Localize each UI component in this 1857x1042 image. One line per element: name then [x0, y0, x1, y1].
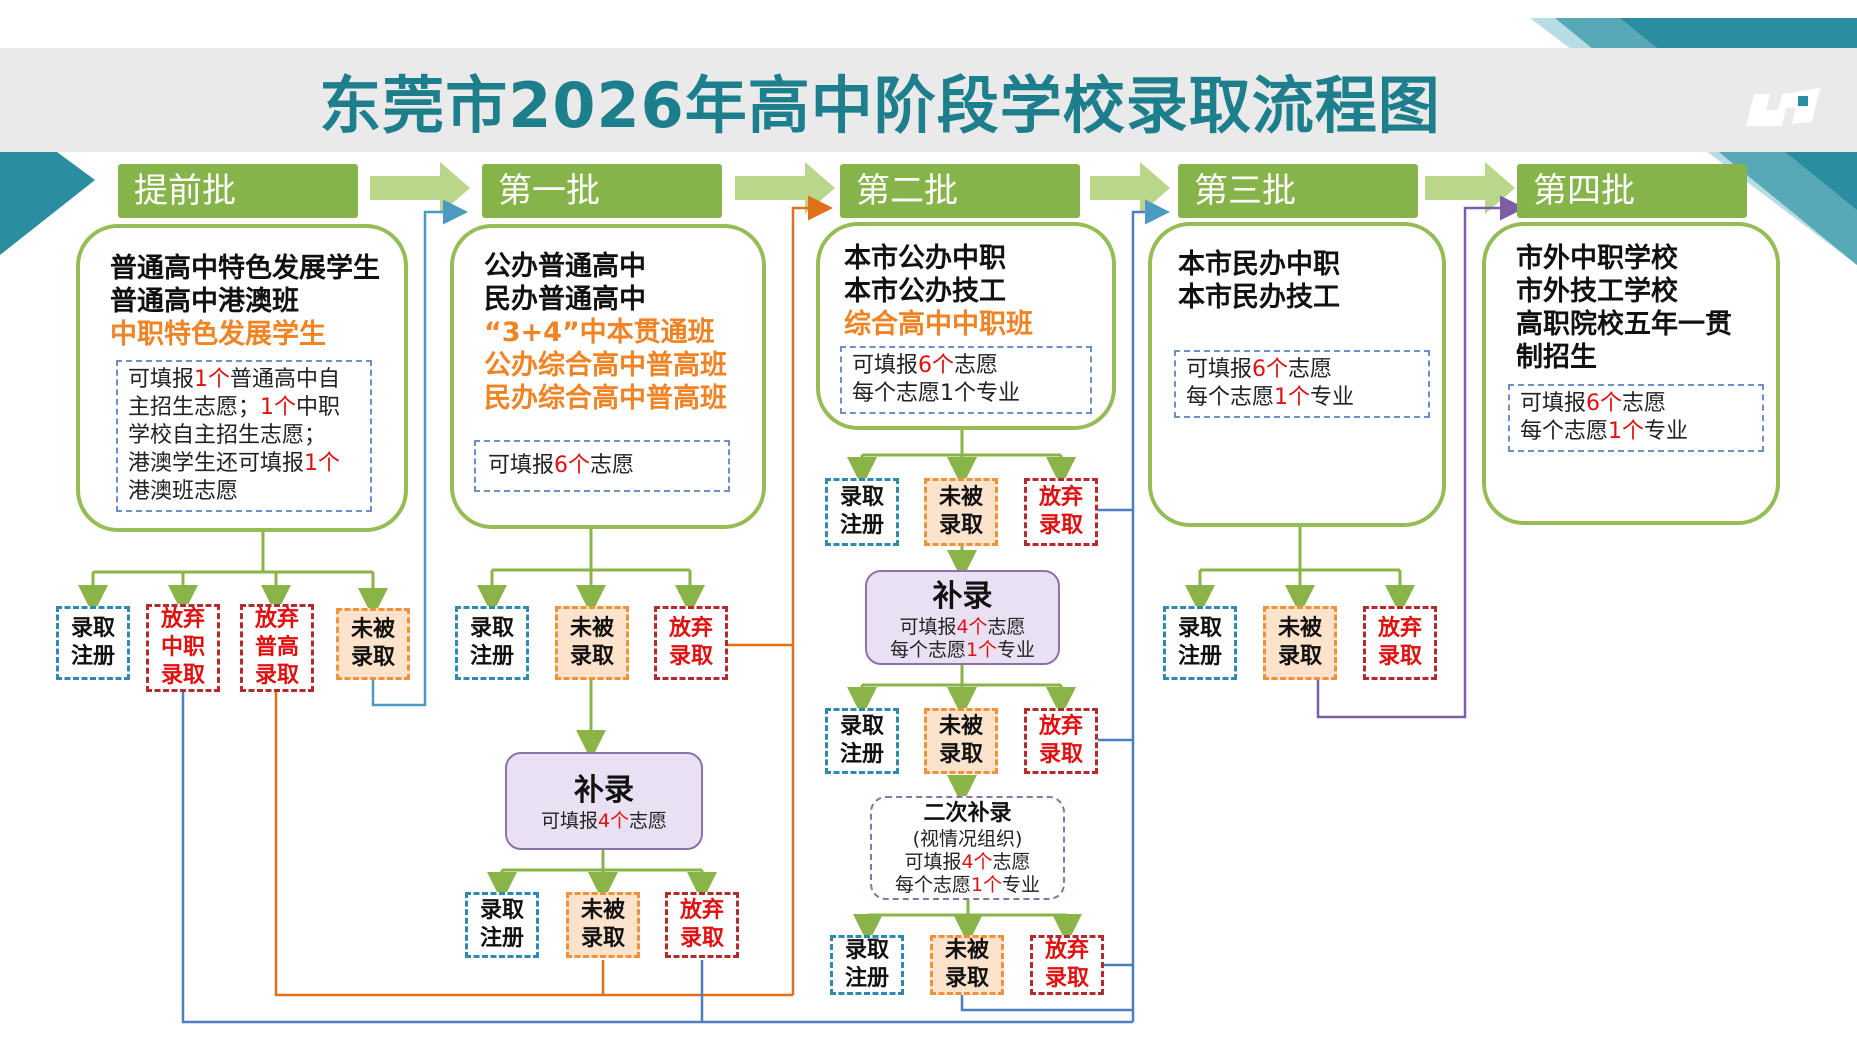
quota-note: 可填报6个志愿 每个志愿1个专业: [1174, 350, 1430, 418]
outcome-not-admitted: 未被录取: [336, 608, 410, 680]
school-type: 高职院校五年一贯: [1516, 309, 1732, 340]
outcome-give-up: 放弃录取: [1024, 478, 1098, 546]
card-fourth: 市外中职学校 市外技工学校 高职院校五年一贯 制招生 可填报6个志愿 每个志愿1…: [1482, 222, 1780, 525]
outcome-not-admitted: 未被录取: [566, 892, 640, 958]
outcome-give-up: 放弃录取: [1030, 935, 1104, 995]
logo-icon: [1746, 88, 1820, 126]
school-type: 普通高中港澳班: [110, 286, 299, 317]
outcome-register: 录取注册: [56, 606, 130, 680]
card-third: 本市民办中职 本市民办技工 可填报6个志愿 每个志愿1个专业: [1148, 222, 1446, 527]
school-type-highlight: 公办综合高中普高班: [484, 350, 727, 381]
school-type: 本市民办技工: [1178, 282, 1340, 313]
school-type: 公办普通高中: [484, 251, 646, 282]
outcome-give-up: 放弃录取: [1363, 606, 1437, 680]
batch-header-fourth: 第四批: [1517, 164, 1747, 218]
outcome-not-admitted: 未被录取: [924, 478, 998, 546]
card-advance: 普通高中特色发展学生 普通高中港澳班 中职特色发展学生 可填报1个普通高中自 主…: [76, 224, 408, 532]
batch-header-second: 第二批: [840, 164, 1080, 218]
outcome-not-admitted: 未被录取: [924, 708, 998, 774]
quota-note: 可填报1个普通高中自 主招生志愿；1个中职 学校自主招生志愿； 港澳学生还可填报…: [116, 360, 372, 512]
batch-header-first: 第一批: [482, 164, 722, 218]
school-type: 市外技工学校: [1516, 276, 1678, 307]
outcome-register: 录取注册: [1163, 606, 1237, 680]
outcome-not-admitted: 未被录取: [930, 935, 1004, 995]
outcome-not-admitted: 未被录取: [555, 606, 629, 680]
school-type: 制招生: [1516, 342, 1597, 373]
school-type-highlight: “3+4”中本贯通班: [484, 317, 715, 348]
supplement-first: 补录 可填报4个志愿: [505, 752, 703, 850]
quota-note: 可填报6个志愿: [474, 440, 730, 492]
school-type-highlight: 民办综合高中普高班: [484, 383, 727, 414]
card-first: 公办普通高中 民办普通高中 “3+4”中本贯通班 公办综合高中普高班 民办综合高…: [450, 224, 766, 529]
outcome-give-up-vocational: 放弃中职录取: [146, 604, 220, 692]
supplement-second-again: 二次补录 (视情况组织) 可填报4个志愿 每个志愿1个专业: [870, 796, 1065, 900]
school-type: 民办普通高中: [484, 284, 646, 315]
school-type: 普通高中特色发展学生: [110, 253, 380, 284]
supplement-second: 补录 可填报4个志愿 每个志愿1个专业: [865, 570, 1060, 665]
outcome-give-up: 放弃录取: [665, 892, 739, 958]
outcome-not-admitted: 未被录取: [1263, 606, 1337, 680]
outcome-register: 录取注册: [465, 892, 539, 958]
school-type: 市外中职学校: [1516, 243, 1678, 274]
batch-header-third: 第三批: [1178, 164, 1418, 218]
quota-note: 可填报6个志愿 每个志愿1个专业: [840, 346, 1092, 414]
quota-note: 可填报6个志愿 每个志愿1个专业: [1508, 384, 1764, 452]
school-type: 本市公办技工: [844, 276, 1006, 307]
school-type-highlight: 中职特色发展学生: [110, 319, 326, 350]
outcome-register: 录取注册: [455, 606, 529, 680]
outcome-register: 录取注册: [825, 478, 899, 546]
outcome-register: 录取注册: [830, 935, 904, 995]
page-title: 东莞市2026年高中阶段学校录取流程图: [319, 69, 1441, 142]
outcome-register: 录取注册: [825, 708, 899, 774]
school-type: 本市公办中职: [844, 243, 1006, 274]
school-type-highlight: 综合高中中职班: [844, 309, 1033, 340]
title-band: [0, 48, 1857, 152]
outcome-give-up: 放弃录取: [654, 606, 728, 680]
outcome-give-up-highschool: 放弃普高录取: [240, 604, 314, 692]
card-second: 本市公办中职 本市公办技工 综合高中中职班 可填报6个志愿 每个志愿1个专业: [816, 222, 1116, 430]
school-type: 本市民办中职: [1178, 249, 1340, 280]
batch-header-advance: 提前批: [118, 164, 358, 218]
outcome-give-up: 放弃录取: [1024, 708, 1098, 774]
